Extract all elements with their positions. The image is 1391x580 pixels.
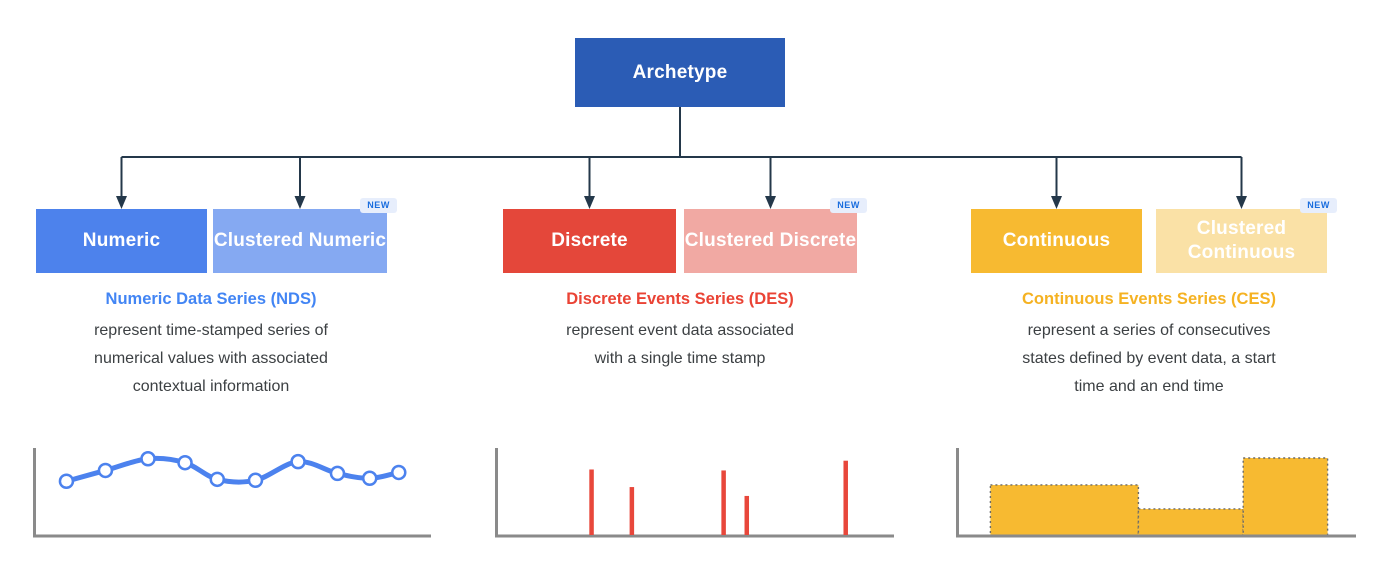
node-continuous-label: Continuous: [1002, 230, 1111, 252]
continuous-spans-chart: [956, 446, 1356, 538]
node-clustered-continuous-label: Clustered Continuous: [1187, 218, 1296, 263]
description-line: with a single time stamp: [594, 350, 766, 368]
description-line: represent event data associated: [566, 322, 794, 340]
new-badge: NEW: [1300, 198, 1337, 213]
description-line: represent a series of consecutives: [1027, 322, 1271, 340]
node-clustered-numeric: NEW Clustered Numeric: [213, 198, 397, 273]
arrowhead-continuous: [1051, 196, 1062, 209]
discrete-description-block: Discrete Events Series (DES) represent e…: [505, 288, 855, 373]
description-line: time and an end time: [1074, 378, 1224, 396]
arrowhead-clustered-numeric: [294, 196, 306, 209]
node-clustered-numeric-label: Clustered Numeric: [213, 230, 387, 252]
arrowhead-clustered-discrete: [765, 196, 776, 209]
line-chart-canvas: [33, 448, 431, 538]
continuous-description-block: Continuous Events Series (CES) represent…: [974, 288, 1324, 401]
event-bars-canvas: [495, 448, 894, 538]
numeric-line-chart: [33, 446, 431, 538]
node-continuous: Continuous: [971, 209, 1142, 273]
archetype-root-node: Archetype: [575, 38, 785, 107]
new-badge: NEW: [830, 198, 867, 213]
discrete-events-chart: [495, 446, 894, 538]
node-numeric: Numeric: [36, 209, 207, 273]
description-line: states defined by event data, a start: [1022, 350, 1276, 368]
discrete-series-title: Discrete Events Series (DES): [566, 290, 794, 308]
numeric-description-block: Numeric Data Series (NDS) represent time…: [36, 288, 386, 401]
new-badge: NEW: [360, 198, 397, 213]
node-clustered-discrete: NEW Clustered Discrete: [684, 198, 867, 273]
node-numeric-label: Numeric: [82, 230, 161, 252]
archetype-root-label: Archetype: [632, 61, 728, 83]
arrowhead-numeric: [116, 196, 127, 209]
description-line: numerical values with associated: [94, 350, 328, 368]
description-line: contextual information: [132, 378, 290, 396]
numeric-series-title: Numeric Data Series (NDS): [105, 290, 317, 308]
node-discrete-label: Discrete: [551, 230, 628, 252]
step-spans-canvas: [956, 448, 1356, 538]
node-clustered-discrete-label: Clustered Discrete: [684, 230, 857, 252]
arrowhead-discrete: [584, 196, 595, 209]
node-clustered-continuous: NEW Clustered Continuous: [1156, 198, 1337, 273]
description-line: represent time-stamped series of: [94, 322, 328, 340]
arrowhead-clustered-continuous: [1236, 196, 1247, 209]
node-discrete: Discrete: [503, 209, 676, 273]
continuous-series-title: Continuous Events Series (CES): [1022, 290, 1276, 308]
